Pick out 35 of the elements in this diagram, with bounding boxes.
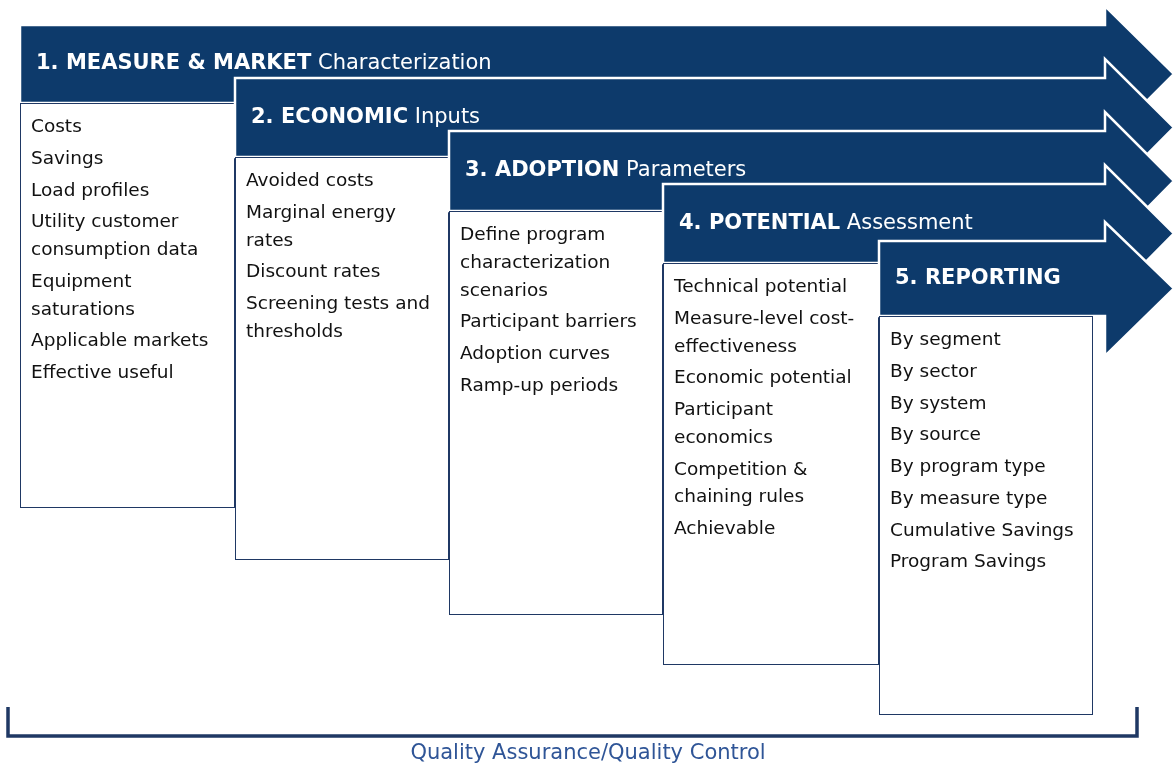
list-item: By measure type (890, 485, 1049, 510)
list-item: Technical potential (674, 274, 849, 298)
list-item: Define program characterization scenarios (460, 222, 612, 302)
list-item: By source (890, 422, 982, 447)
list-item: By system (890, 390, 988, 415)
list-item: Adoption curves (460, 341, 611, 365)
list-item: By sector (890, 358, 978, 383)
list-item: Equipment saturations (31, 268, 136, 321)
list-item: By program type (890, 454, 1047, 478)
list-item: Cumulative Savings (890, 517, 1075, 542)
list-item: Load profiles (31, 177, 151, 202)
list-item: Costs (31, 114, 83, 138)
list-item: Competition & chaining rules (674, 456, 809, 509)
list-item: Achievable (674, 516, 777, 540)
list-item: Screening tests and thresholds (246, 291, 431, 343)
bracket-label: Quality Assurance/Quality Control (409, 740, 767, 764)
list-item: Ramp-up periods (460, 372, 620, 397)
stage-title: 1. MEASURE & MARKET Characterization (36, 50, 492, 74)
list-item: Savings (31, 145, 105, 170)
list-item: By segment (890, 327, 1002, 351)
list-item: Measure-level cost-effectiveness (674, 305, 856, 358)
stage-title: 2. ECONOMIC Inputs (251, 103, 481, 128)
list-item: Participant economics (674, 397, 775, 449)
list-item: Applicable markets (31, 328, 210, 353)
stage-title: 5. REPORTING (895, 264, 1061, 289)
list-item: Effective useful (31, 360, 175, 384)
list-item: Participant barriers (460, 309, 638, 334)
list-item: Avoided costs (246, 168, 375, 192)
stage-title: 4. POTENTIAL Assessment (679, 209, 973, 234)
list-item: Utility customer consumption data (31, 209, 200, 261)
stage-title: 3. ADOPTION Parameters (465, 157, 747, 181)
list-item: Economic potential (674, 365, 853, 390)
list-item: Discount rates (246, 259, 382, 284)
list-item: Marginal energy rates (246, 199, 397, 252)
list-item: Program Savings (890, 549, 1048, 574)
